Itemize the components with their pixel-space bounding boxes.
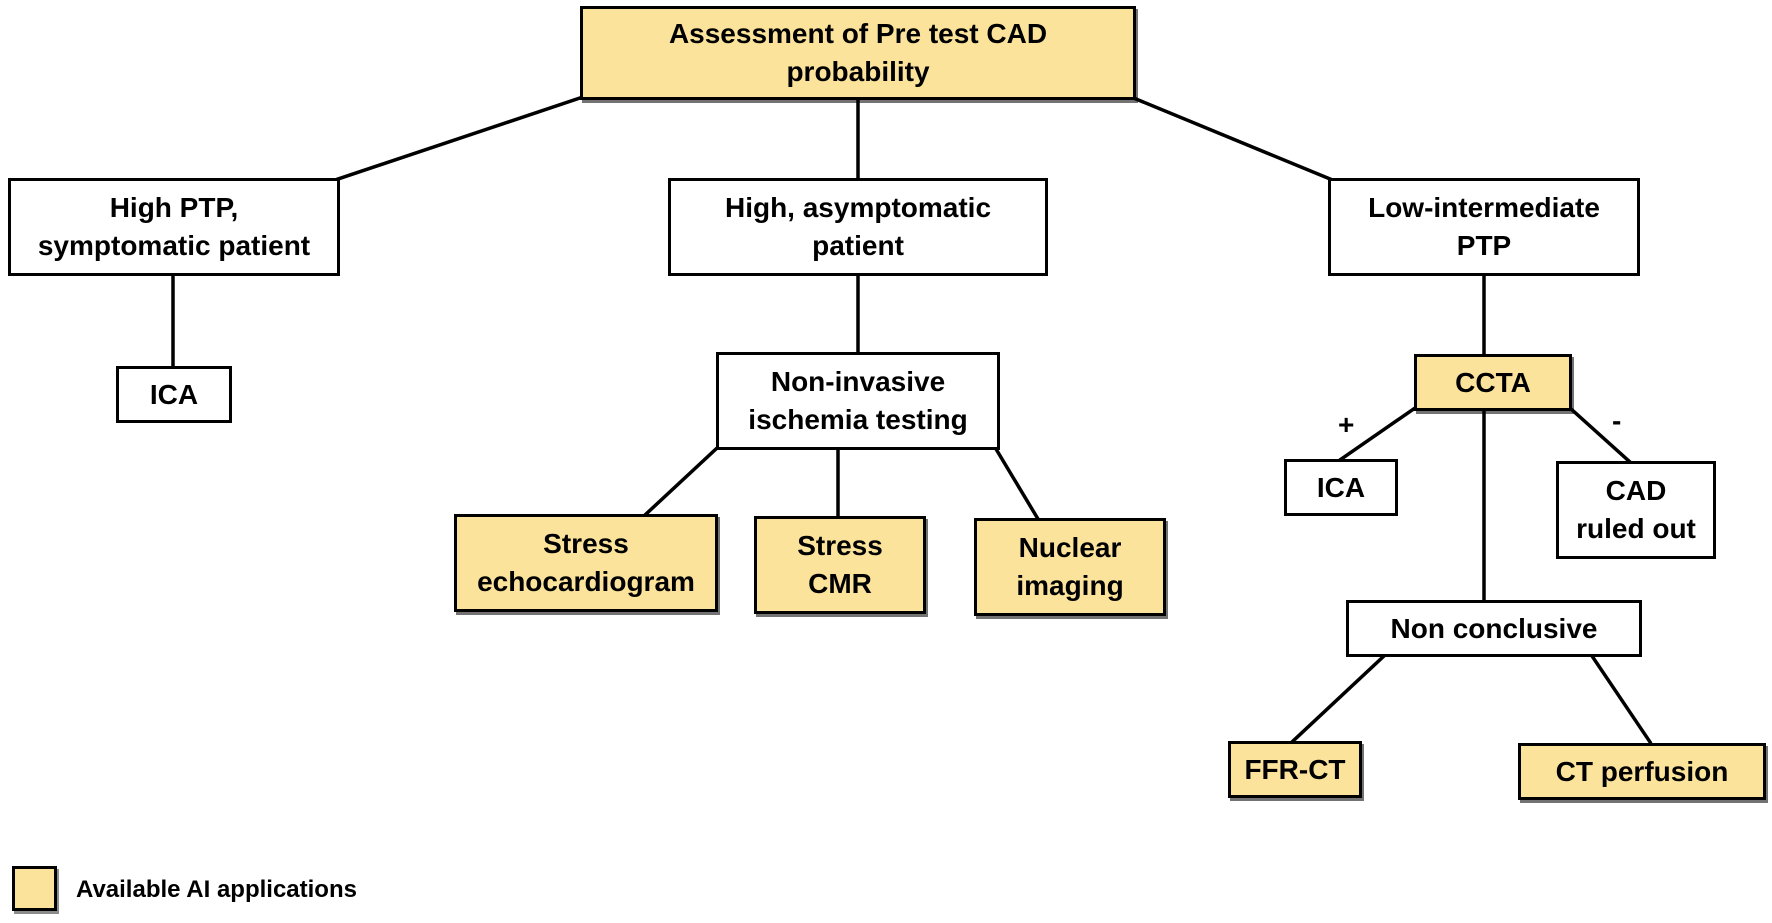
node-ica-left: ICA	[116, 366, 232, 423]
edge-label-positive: +	[1338, 409, 1355, 440]
edge-ccta-cad-ruled-out	[1567, 405, 1633, 465]
node-ica-right: ICA	[1284, 459, 1398, 516]
edge-noninvasive-stress-echo	[642, 446, 719, 518]
node-high-asymptomatic: High, asymptomatic patient	[668, 178, 1048, 276]
edge-noninvasive-nuclear	[993, 446, 1041, 522]
node-non-conclusive: Non conclusive	[1346, 600, 1642, 657]
edge-root-low-int	[1133, 96, 1333, 182]
node-ffr-ct: FFR-CT	[1228, 741, 1362, 798]
node-high-ptp-symptomatic: High PTP, symptomatic patient	[8, 178, 340, 276]
node-assessment-pre-test-cad-probability: Assessment of Pre test CAD probability	[580, 6, 1136, 100]
edge-non-conclusive-ct-perfusion	[1589, 653, 1653, 745]
legend-label: Available AI applications	[76, 876, 357, 903]
node-cad-ruled-out: CAD ruled out	[1556, 461, 1716, 559]
node-stress-echocardiogram: Stress echocardiogram	[454, 514, 718, 612]
node-stress-cmr: Stress CMR	[754, 516, 926, 614]
edge-label-negative: -	[1612, 405, 1622, 436]
node-ccta: CCTA	[1414, 354, 1572, 411]
node-nuclear-imaging: Nuclear imaging	[974, 518, 1166, 616]
edge-root-high-ptp	[335, 95, 583, 182]
edge-ccta-ica	[1337, 405, 1418, 463]
legend-swatch-ai	[12, 866, 57, 911]
node-non-invasive-ischemia-testing: Non-invasive ischemia testing	[716, 352, 1000, 450]
node-ct-perfusion: CT perfusion	[1518, 743, 1766, 800]
node-low-intermediate-ptp: Low-intermediate PTP	[1328, 178, 1640, 276]
edge-non-conclusive-ffr-ct	[1289, 653, 1387, 745]
